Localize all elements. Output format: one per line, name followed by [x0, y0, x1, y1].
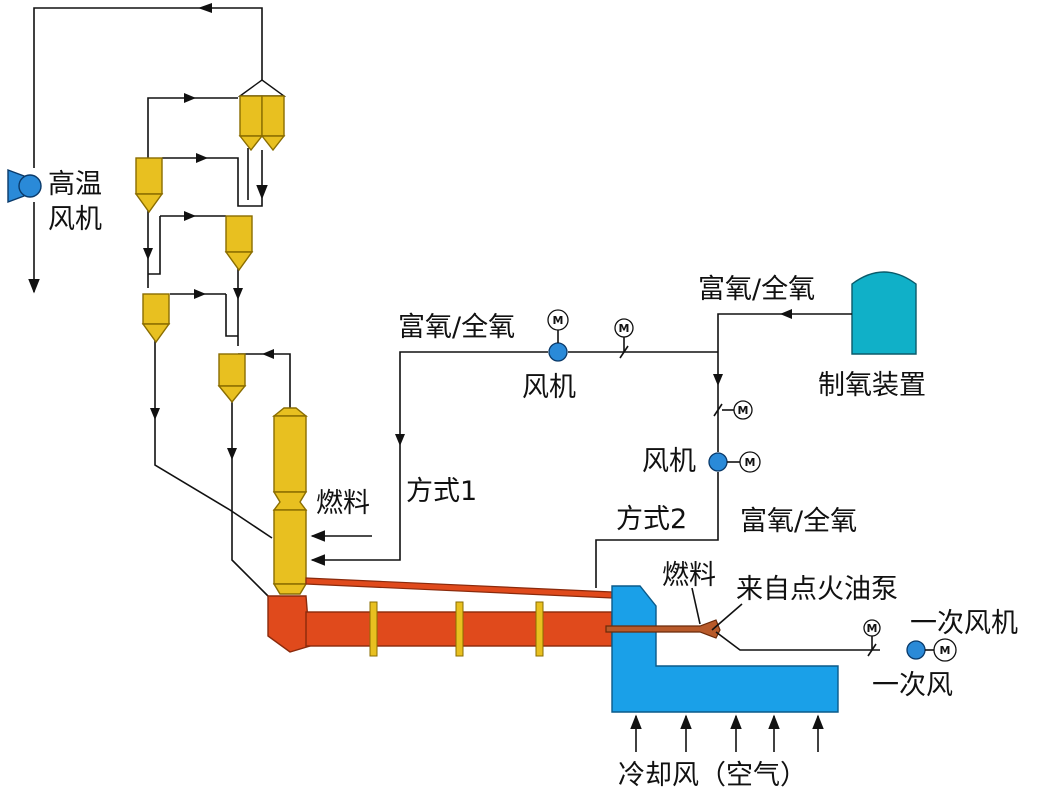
tertiary-air-duct: [305, 577, 613, 599]
mid-fan-icon: M: [708, 451, 761, 473]
ignition-pump-label: 来自点火油泵: [736, 574, 898, 605]
cyclone-c5-icon: [217, 353, 247, 404]
cyclone-c2-icon: [134, 157, 164, 214]
method-2-label: 方式2: [616, 504, 687, 535]
mid-fan-label: 风机: [642, 446, 696, 477]
cyclone-c1-icon: [237, 79, 287, 152]
svg-text:M: M: [940, 644, 951, 657]
rotary-kiln-icon: [305, 601, 613, 657]
svg-text:M: M: [738, 404, 749, 417]
kiln-inlet-icon: [267, 595, 311, 653]
oxygen-mid-label: 富氧/全氧: [740, 506, 857, 537]
high-temp-fan-icon: [7, 168, 42, 204]
cooler-icon: [611, 585, 839, 713]
top-fan-icon: M: [547, 309, 569, 362]
svg-text:M: M: [553, 314, 564, 327]
kiln-fuel-label: 燃料: [662, 560, 716, 591]
cooling-air-arrows: [630, 714, 824, 752]
mid-valve-icon: M: [713, 400, 753, 420]
calciner-icon: [272, 407, 308, 595]
svg-text:M: M: [619, 322, 630, 335]
method-1-label: 方式1: [406, 476, 477, 507]
burner-icon: [605, 587, 880, 651]
top-valve-icon: M: [614, 318, 634, 359]
primary-fan-icon: M: [906, 638, 957, 662]
svg-text:M: M: [867, 622, 878, 635]
oxygen-tank-icon: [851, 271, 917, 355]
cyclone-c3-icon: [224, 215, 254, 272]
exhaust-gas-line: [28, 3, 263, 294]
cooling-air-label: 冷却风（空气）: [618, 760, 807, 791]
primary-air-label: 一次风: [872, 670, 953, 701]
oxygen-top-right-label: 富氧/全氧: [698, 274, 815, 305]
high-temp-fan-label-1: 高温: [48, 169, 102, 200]
primary-air-valve-icon: M: [863, 619, 881, 657]
top-fan-label: 风机: [522, 372, 576, 403]
primary-fan-label: 一次风机: [910, 608, 1018, 639]
svg-text:M: M: [745, 456, 756, 469]
high-temp-fan-label-2: 风机: [48, 204, 102, 235]
preheater-lines: [143, 93, 291, 599]
calciner-fuel-label: 燃料: [316, 488, 370, 519]
oxygen-lines: [310, 309, 852, 588]
cyclone-c4-icon: [141, 293, 171, 344]
oxygen-top-left-label: 富氧/全氧: [398, 312, 515, 343]
oxygen-plant-label: 制氧装置: [818, 370, 926, 401]
